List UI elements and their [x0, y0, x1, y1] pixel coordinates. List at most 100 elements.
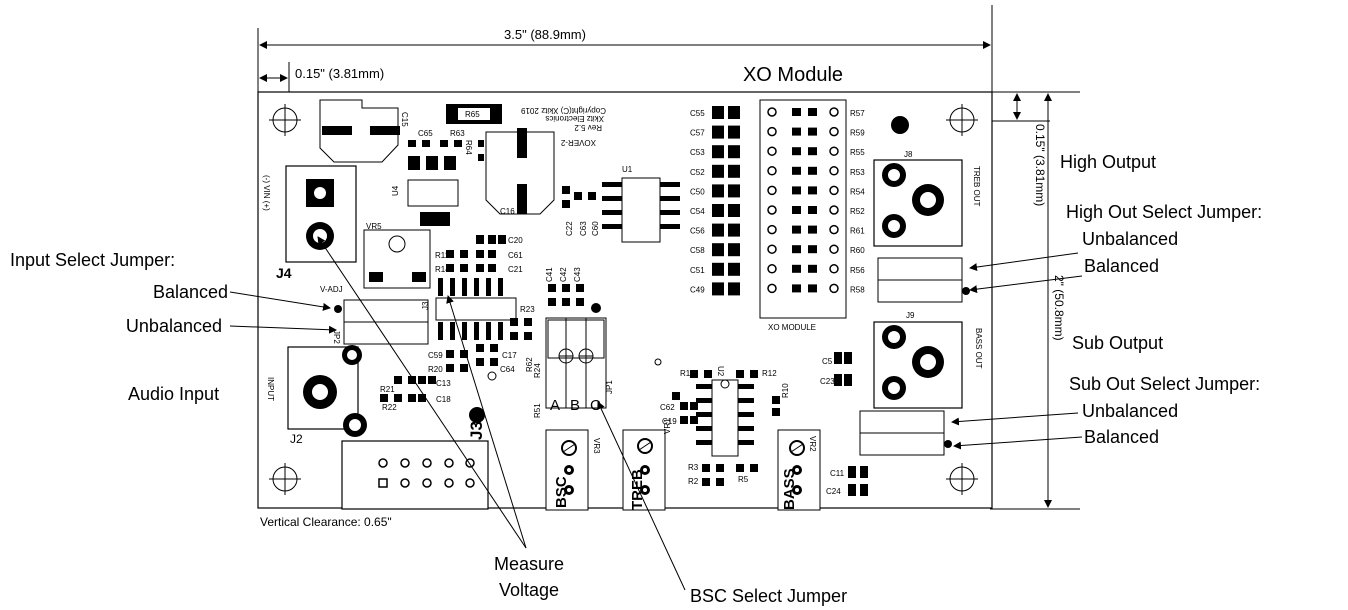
resistor-label: R61 [850, 227, 865, 236]
sub-out-select-jumper [859, 410, 952, 456]
capacitor-pad [712, 282, 724, 296]
socket-pad [808, 108, 817, 116]
svg-text:C11: C11 [830, 469, 845, 478]
capacitor-pad [712, 243, 724, 257]
svg-text:C65: C65 [418, 129, 433, 138]
socket-pin [767, 244, 777, 254]
resistor-label: R54 [850, 187, 865, 196]
svg-text:R1: R1 [680, 369, 691, 378]
svg-text:J3: J3 [467, 421, 486, 440]
test-point-top-right [891, 116, 909, 134]
svg-text:R64: R64 [464, 140, 473, 155]
capacitor-pad [712, 262, 724, 276]
svg-text:BASS: BASS [781, 468, 798, 510]
right-margin-dimension-label: 0.15" (3.81mm) [1033, 124, 1047, 206]
capacitor-pad [728, 243, 740, 257]
mounting-hole-top-left [269, 104, 301, 136]
socket-pad [792, 166, 801, 175]
svg-text:U2: U2 [716, 366, 725, 377]
svg-text:B: B [570, 397, 580, 414]
sub-out-select-label: Sub Out Select Jumper: [1069, 374, 1260, 394]
capacitors-c22-c63-c60: C22 C63 C60 [562, 186, 600, 236]
capacitor-label: C56 [690, 227, 705, 236]
socket-pin [767, 166, 777, 176]
capacitors-c41-c43: C41 C42 C43 [545, 267, 584, 306]
svg-text:R51: R51 [533, 403, 542, 418]
svg-text:C16: C16 [500, 207, 515, 216]
svg-text:INPUT: INPUT [266, 377, 275, 401]
audio-input-label: Audio Input [128, 384, 219, 404]
svg-text:TREB OUT: TREB OUT [972, 166, 981, 207]
capacitor-label: C50 [690, 187, 705, 196]
capacitor-label: C51 [690, 266, 705, 275]
capacitor-pad [728, 223, 740, 237]
socket-pin [829, 107, 839, 117]
svg-text:Copyright(C) Xkitz 2019: Copyright(C) Xkitz 2019 [521, 106, 606, 115]
capacitor-label: C52 [690, 168, 705, 177]
capacitor-pad [712, 204, 724, 217]
svg-text:C: C [590, 397, 601, 414]
svg-text:(-) VIN (+): (-) VIN (+) [262, 175, 271, 211]
svg-text:VR3: VR3 [592, 438, 601, 454]
socket-pin [767, 283, 777, 294]
height-dimension-label: 2" (50.8mm) [1052, 275, 1066, 341]
socket-pad [808, 166, 817, 175]
capacitor-label: C54 [690, 207, 705, 216]
svg-text:R63: R63 [450, 129, 465, 138]
svg-text:XO MODULE: XO MODULE [768, 323, 816, 332]
socket-pin [829, 205, 839, 215]
svg-text:C41: C41 [545, 267, 554, 282]
svg-text:C5: C5 [822, 357, 833, 366]
connector-j8-high-output: J8 TREB OUT [873, 150, 981, 247]
sub-unbalanced-label: Unbalanced [1082, 401, 1178, 421]
margin-dimension-label: 0.15" (3.81mm) [295, 66, 384, 81]
socket-pad [792, 147, 801, 156]
socket-pin [767, 205, 777, 215]
socket-pad [792, 127, 801, 136]
svg-text:C15: C15 [400, 112, 409, 127]
j4-label: J4 [276, 265, 292, 281]
svg-text:R3: R3 [688, 463, 699, 472]
svg-text:R20: R20 [428, 365, 443, 374]
svg-text:V-ADJ: V-ADJ [320, 285, 343, 294]
svg-text:Xkitz Electronics: Xkitz Electronics [545, 114, 604, 123]
svg-text:R5: R5 [738, 475, 749, 484]
svg-text:C19: C19 [662, 417, 677, 426]
capacitor-pad [728, 262, 740, 276]
capacitor-label: C55 [690, 109, 705, 118]
capacitors-right-side: C5 C23 C11 C24 [820, 352, 868, 496]
socket-pad [808, 284, 817, 293]
mounting-holes [269, 104, 978, 495]
svg-text:VR1: VR1 [663, 418, 672, 434]
capacitor-pad [728, 125, 740, 139]
socket-pad [808, 186, 817, 195]
socket-pad [808, 225, 817, 234]
high-unbalanced-label: Unbalanced [1082, 229, 1178, 249]
capacitor-c16: C16 [485, 128, 555, 216]
socket-pin [767, 264, 777, 274]
svg-text:C22: C22 [565, 221, 574, 236]
svg-text:U4: U4 [391, 185, 400, 196]
high-out-select-jumper [877, 257, 970, 303]
resistor-label: R53 [850, 168, 865, 177]
svg-text:BASS OUT: BASS OUT [974, 328, 983, 369]
trimmer-vr1-treb: TREB VR1 [622, 418, 672, 511]
socket-pad [792, 225, 801, 234]
svg-text:R24: R24 [533, 363, 542, 378]
capacitor-pad [712, 106, 724, 119]
capacitor-pad [712, 145, 724, 159]
high-balanced-label: Balanced [1084, 256, 1159, 276]
bsc-select-label: BSC Select Jumper [690, 586, 847, 606]
svg-text:C61: C61 [508, 251, 523, 260]
test-point [469, 407, 485, 423]
resistor-label: R59 [850, 129, 865, 138]
svg-text:XOVER-2: XOVER-2 [560, 138, 596, 147]
socket-pad [792, 264, 801, 273]
svg-text:J3: J3 [421, 301, 430, 310]
vertical-clearance-label: Vertical Clearance: 0.65" [260, 515, 392, 529]
capacitor-pad [728, 184, 740, 198]
connector-j9-bass-output: J9 BASS OUT [873, 311, 983, 409]
resistor-r65: R65 [446, 104, 502, 124]
